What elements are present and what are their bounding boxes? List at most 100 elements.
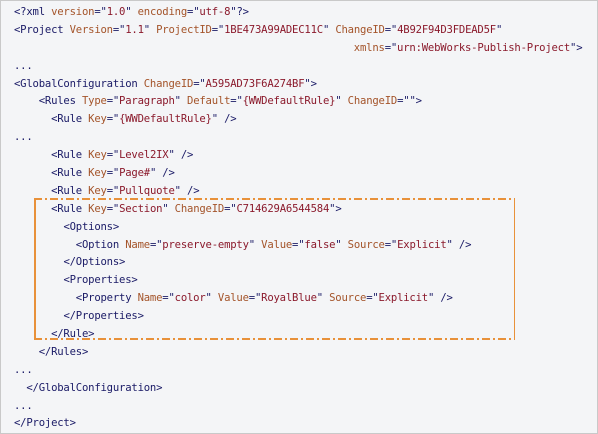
code-token-val: false [304,238,336,251]
code-token-attr: Source [329,292,367,305]
code-token-pun: =" [211,23,225,36]
code-token-val: 1.1 [125,23,144,36]
code-token-pun: =" [248,292,262,305]
code-line: <Rule Key="Section" ChangeID="C714629A65… [14,201,582,219]
code-token-val: A595AD73F6A274BF [205,77,305,90]
code-token-pun: " [162,202,175,215]
indent [14,221,63,233]
code-token-tag: </Options> [63,256,126,269]
code-token-dots: ... [14,59,33,72]
code-token-pun: " /> [427,292,453,305]
code-token-pun: " [322,23,336,36]
code-line: </Options> [14,254,582,272]
code-token-tag: <Rule [51,149,89,162]
code-token-pun: " [174,95,188,108]
code-token-attr: Key [88,184,107,197]
code-token-pun: " [495,23,503,36]
code-token-pun: " /> [446,238,472,251]
code-line: ... [14,362,582,380]
code-line: <GlobalConfiguration ChangeID="A595AD73F… [14,76,582,94]
code-token-pun: " /> [211,113,237,126]
code-token-tag: </Properties> [63,310,144,323]
indent [14,149,51,161]
code-line: <Rule Key="Pullquote" /> [14,183,582,201]
code-token-pun: =" [230,95,243,108]
code-token-pun: " [143,23,157,36]
code-line: </Rules> [14,344,582,362]
code-token-attr: Key [88,113,107,126]
code-line: </Project> [14,415,582,433]
code-line: <?xml version="1.0" encoding="utf-8"?> [14,4,582,22]
code-line: ... [14,398,582,416]
indent [14,382,26,394]
code-token-attr: Source [347,238,385,251]
code-token-attr: Key [88,167,107,180]
code-token-pun: =""> [397,95,422,108]
code-token-pun: =" [187,6,200,18]
code-token-pun: =" [292,238,305,251]
code-token-tag: <Rule [51,202,89,215]
code-token-attr: Key [88,202,107,215]
code-token-pun: " [125,6,138,18]
code-token-pun: =" [112,23,126,36]
code-token-pun: " [335,95,348,108]
code-token-dots: ... [14,131,33,144]
indent [14,310,63,322]
code-token-attr: ChangeID [174,202,225,215]
code-token-val: 4B92F94D3FDEAD5F [397,23,496,36]
code-token-pun: =" [162,292,175,305]
code-token-pun: =" [106,202,120,215]
code-token-pun: =" [149,238,163,251]
code-token-pun: " [335,238,348,251]
code-token-pun: "> [570,41,583,54]
code-token-pun: =" [106,113,120,126]
code-token-tag: <Property [75,292,138,305]
code-token-attr: Key [88,149,107,162]
code-token-attr: Value [261,238,293,251]
code-token-pun: "> [329,202,342,215]
code-token-pun: =" [106,167,120,180]
code-token-val: Section [119,202,163,215]
code-token-attr: Type [81,95,107,108]
indent [14,42,354,54]
code-line: <Rule Key="Level2IX" /> [14,147,582,165]
code-token-tag: </Project> [14,417,76,430]
indent [14,203,51,215]
code-token-pun: =" [384,23,398,36]
code-token-attr: ChangeID [347,95,398,108]
code-token-attr: version [51,6,95,18]
code-line: <Option Name="preserve-empty" Value="fal… [14,237,582,255]
code-line: <Rules Type="Paragraph" Default="{WWDefa… [14,93,582,111]
code-token-attr: Name [125,238,150,251]
code-line: <Rule Key="{WWDefaultRule}" /> [14,111,582,129]
code-line: <Properties> [14,272,582,290]
code-token-val: Explicit [397,238,447,251]
code-token-tag: <Option [75,238,126,251]
code-token-val: 1.0 [106,6,126,18]
code-token-tag: </Rule> [51,328,95,341]
code-token-tag: <Rules [38,95,82,108]
code-token-pun: " /> [168,149,194,162]
code-token-tag: <Properties> [63,274,138,287]
code-token-pun: =" [224,202,237,215]
code-token-val: Explicit [378,292,429,305]
code-token-tag: <Rule [51,113,89,126]
code-token-tag: <GlobalConfiguration [14,77,144,90]
code-line: <Property Name="color" Value="RoyalBlue"… [14,290,582,308]
code-token-pun: =" [384,238,398,251]
code-token-pun: =" [106,184,120,197]
code-token-val: Pullquote [119,184,175,197]
code-token-attr: ChangeID [335,23,385,36]
code-line: </Rule> [14,326,582,344]
code-token-val: {WWDefaultRule} [242,95,336,108]
code-token-pun: " /> [149,167,175,180]
code-token-attr: Name [137,292,163,305]
indent [14,95,39,107]
code-token-dots: ... [14,363,33,376]
code-line: </GlobalConfiguration> [14,380,582,398]
code-token-pun: =" [106,149,120,162]
code-token-attr: Default [187,95,231,108]
code-token-val: urn:WebWorks-Publish-Project [397,41,571,54]
code-token-pun: =" [94,6,107,18]
